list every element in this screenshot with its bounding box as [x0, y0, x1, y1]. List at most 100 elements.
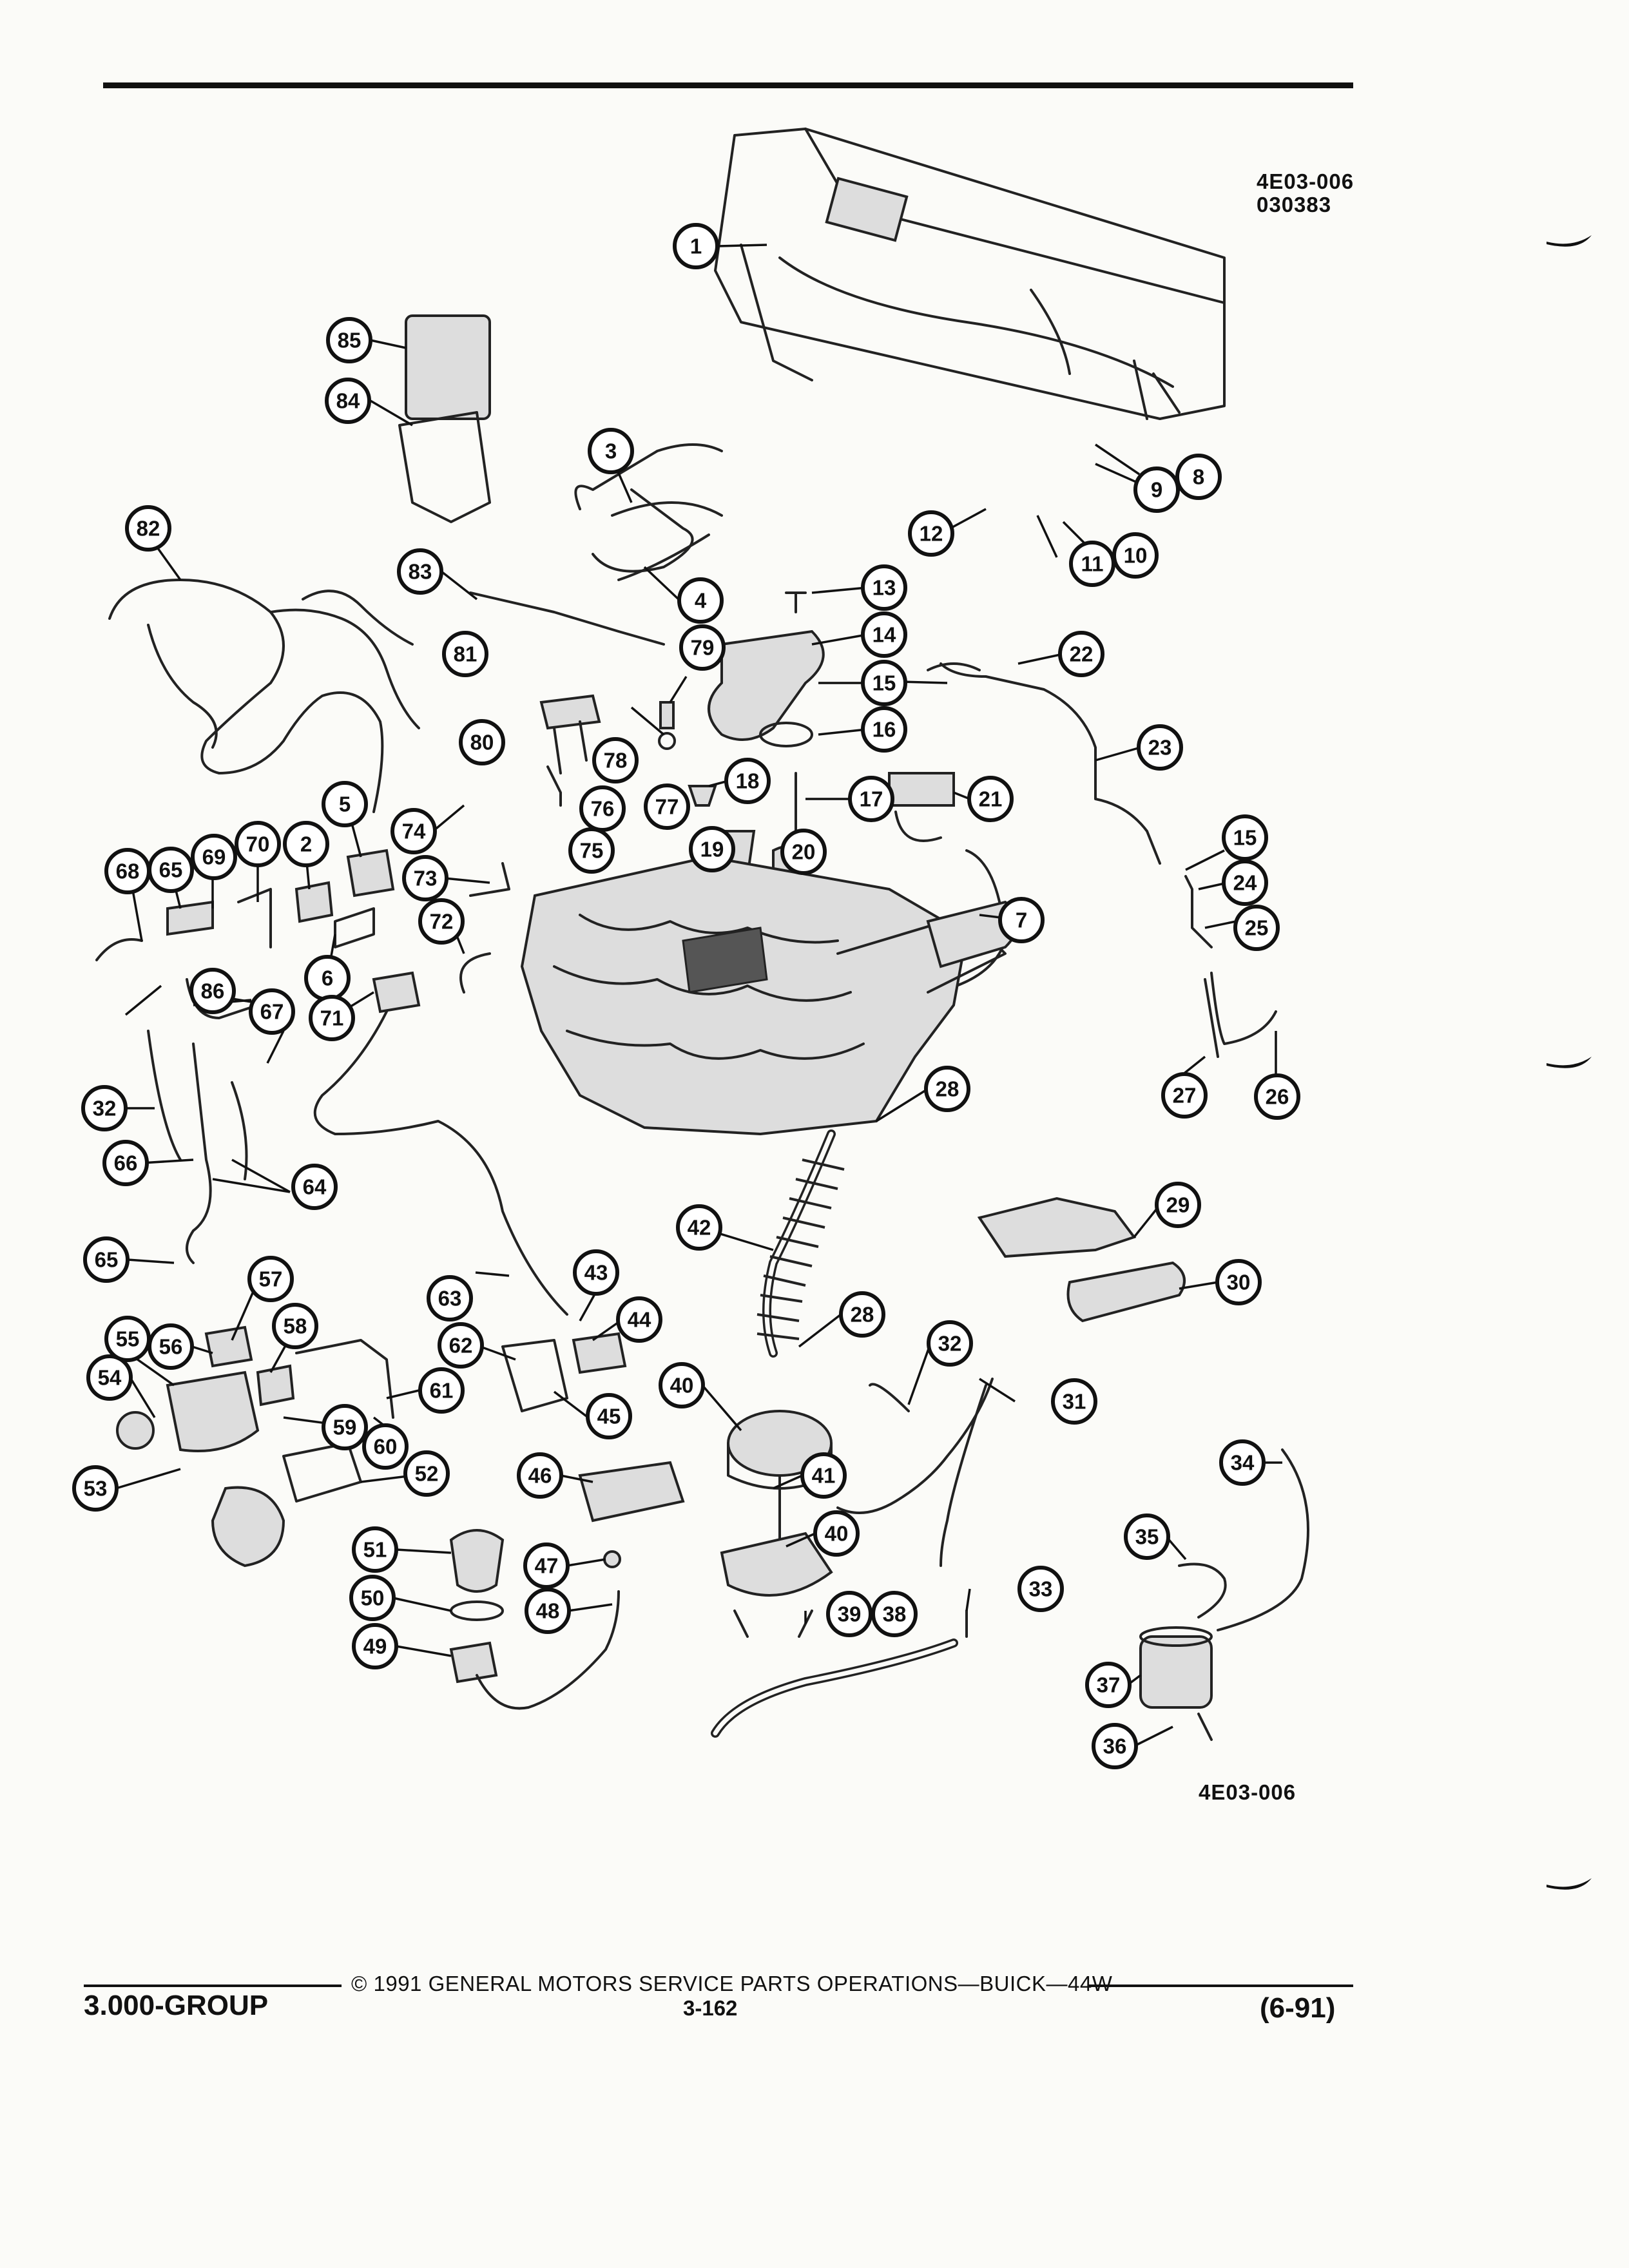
callout-65a: 65	[148, 847, 194, 893]
callout-42: 42	[676, 1204, 722, 1251]
svg-text:67: 67	[260, 1000, 284, 1024]
svg-text:15: 15	[872, 671, 896, 695]
callout-2: 2	[283, 821, 329, 867]
svg-text:41: 41	[812, 1464, 836, 1488]
svg-text:86: 86	[201, 979, 225, 1003]
callout-85: 85	[326, 317, 372, 363]
air-pump	[166, 1370, 260, 1452]
callout-50: 50	[349, 1575, 396, 1621]
callout-80: 80	[459, 719, 505, 765]
svg-text:68: 68	[116, 860, 140, 883]
callout-44: 44	[616, 1296, 662, 1343]
air-duct	[708, 629, 825, 741]
callout-5: 5	[322, 781, 368, 827]
svg-text:2: 2	[300, 832, 312, 856]
svg-text:7: 7	[1016, 908, 1027, 932]
svg-text:27: 27	[1173, 1084, 1197, 1108]
callout-8: 8	[1175, 454, 1222, 500]
svg-text:64: 64	[303, 1175, 327, 1199]
callout-32b: 32	[81, 1085, 128, 1131]
callout-74: 74	[390, 808, 437, 854]
figure-code-top: 4E03-006	[1257, 169, 1354, 193]
callout-39: 39	[826, 1591, 872, 1637]
callout-77: 77	[644, 783, 690, 830]
callout-28: 28	[924, 1066, 970, 1112]
svg-text:31: 31	[1063, 1390, 1086, 1414]
svg-text:5: 5	[339, 793, 351, 816]
ecm-module	[405, 314, 491, 420]
callout-40a: 40	[659, 1362, 705, 1408]
svg-text:17: 17	[860, 787, 883, 811]
svg-text:25: 25	[1245, 916, 1269, 940]
svg-text:83: 83	[409, 560, 432, 584]
svg-text:42: 42	[688, 1216, 711, 1240]
svg-text:54: 54	[98, 1366, 122, 1390]
callout-35: 35	[1124, 1514, 1170, 1560]
parts-artwork	[95, 128, 1309, 1741]
callout-82: 82	[125, 505, 171, 552]
svg-text:80: 80	[470, 731, 494, 754]
callout-73: 73	[402, 855, 448, 901]
charcoal-canister	[1139, 1635, 1213, 1709]
callout-40b: 40	[813, 1510, 860, 1557]
callout-57: 57	[247, 1256, 294, 1302]
callout-83: 83	[397, 548, 443, 595]
svg-text:47: 47	[535, 1554, 559, 1578]
svg-text:51: 51	[363, 1538, 387, 1562]
svg-text:73: 73	[414, 867, 438, 890]
svg-text:11: 11	[1081, 552, 1104, 576]
callout-48: 48	[525, 1588, 571, 1634]
callout-62: 62	[438, 1322, 484, 1369]
svg-text:4: 4	[695, 589, 707, 613]
callout-61: 61	[418, 1367, 465, 1414]
callout-29: 29	[1155, 1182, 1201, 1228]
callout-34: 34	[1219, 1439, 1266, 1486]
callout-53: 53	[72, 1465, 119, 1512]
svg-text:19: 19	[700, 838, 724, 861]
callout-45: 45	[586, 1393, 632, 1439]
callout-15: 15	[861, 660, 907, 706]
svg-text:58: 58	[284, 1314, 307, 1338]
callout-26: 26	[1254, 1073, 1300, 1120]
callout-37: 37	[1085, 1662, 1132, 1708]
svg-text:48: 48	[536, 1599, 560, 1623]
callout-64: 64	[291, 1164, 338, 1210]
svg-text:28: 28	[936, 1077, 959, 1101]
callout-16: 16	[861, 706, 907, 753]
footer-group: 3.000-GROUP	[84, 1990, 269, 2021]
callout-69: 69	[191, 834, 237, 880]
callout-36: 36	[1092, 1723, 1138, 1769]
callout-18: 18	[724, 758, 771, 804]
callout-58: 58	[272, 1303, 318, 1349]
svg-text:15: 15	[1233, 826, 1257, 850]
svg-text:35: 35	[1135, 1525, 1159, 1549]
footer-page-number: 3-162	[683, 1996, 738, 2020]
svg-text:38: 38	[883, 1602, 907, 1626]
callout-27: 27	[1161, 1072, 1208, 1119]
callout-23: 23	[1137, 724, 1183, 771]
svg-text:63: 63	[438, 1287, 462, 1311]
svg-text:50: 50	[361, 1586, 385, 1610]
callout-22: 22	[1058, 631, 1104, 677]
callout-17: 17	[848, 776, 894, 822]
svg-text:56: 56	[159, 1335, 183, 1359]
svg-text:46: 46	[528, 1464, 552, 1488]
svg-text:3: 3	[605, 439, 617, 463]
svg-text:65: 65	[95, 1248, 119, 1272]
callout-33: 33	[1017, 1566, 1064, 1612]
callout-43: 43	[573, 1249, 619, 1296]
callout-47: 47	[523, 1542, 570, 1589]
callout-54: 54	[86, 1354, 133, 1401]
svg-text:45: 45	[597, 1405, 621, 1428]
callout-20: 20	[780, 829, 827, 875]
callout-21: 21	[967, 776, 1014, 822]
svg-text:43: 43	[584, 1261, 608, 1285]
svg-text:82: 82	[137, 517, 160, 541]
footer-rule-left	[84, 1984, 342, 1987]
svg-text:44: 44	[628, 1308, 651, 1332]
figure-code-top-2: 030383	[1257, 193, 1332, 216]
callout-46: 46	[517, 1452, 563, 1499]
svg-text:16: 16	[872, 718, 896, 742]
svg-text:39: 39	[838, 1602, 862, 1626]
